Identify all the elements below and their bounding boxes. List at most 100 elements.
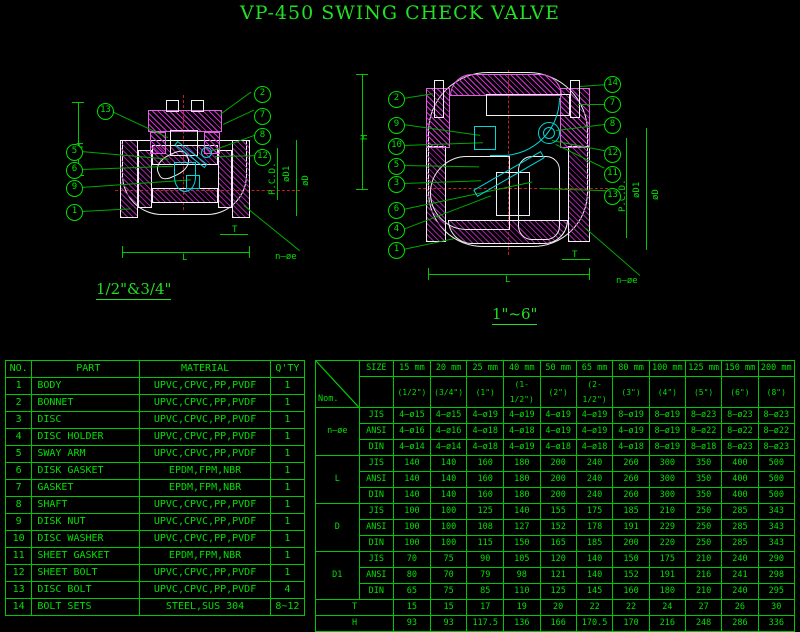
disc-body-r	[518, 156, 560, 240]
balloon-r-11[interactable]: 11	[604, 166, 621, 183]
dims-cell-H-5: 170.5	[575, 615, 614, 632]
dims-size-in-5: (2-1/2")	[575, 376, 614, 408]
dims-cell-H-2: 117.5	[466, 615, 505, 632]
dims-cell-n—øe-ANSI-7: 8—ø19	[648, 423, 686, 440]
dim-T-line	[220, 234, 248, 235]
dims-cell-L-DIN-9: 400	[721, 487, 759, 504]
parts-cell-r3-c1: DISC HOLDER	[31, 428, 141, 446]
balloon-r-1[interactable]: 1	[388, 242, 405, 259]
balloon-r-14[interactable]: 14	[604, 76, 621, 93]
dims-cell-n—øe-ANSI-4: 4—ø19	[539, 423, 577, 440]
dims-size-mm-9: 150 mm	[721, 360, 759, 377]
bonnet-right-r	[560, 88, 590, 148]
parts-cell-r5-c0: 6	[4, 462, 33, 480]
dims-cell-L-DIN-7: 300	[648, 487, 686, 504]
parts-cell-r11-c3: 1	[269, 564, 306, 582]
balloon-r-13[interactable]: 13	[604, 188, 621, 205]
dims-cell-D1-JIS-1: 75	[429, 551, 468, 568]
parts-cell-r4-c3: 1	[269, 445, 306, 463]
dims-cell-n—øe-ANSI-10: 8—ø22	[757, 423, 796, 440]
dims-cell-D1-ANSI-5: 140	[575, 567, 614, 584]
dims-cell-D1-ANSI-4: 121	[539, 567, 577, 584]
balloon-1[interactable]: 1	[66, 204, 83, 221]
dims-cell-n—øe-ANSI-3: 4—ø18	[503, 423, 541, 440]
balloon-r-3[interactable]: 3	[388, 176, 405, 193]
dims-cell-n—øe-JIS-7: 8—ø19	[648, 407, 686, 424]
balloon-13[interactable]: 13	[97, 103, 114, 120]
dim-H-bot-tick-r	[356, 189, 368, 190]
balloon-r-6[interactable]: 6	[388, 202, 405, 219]
dims-size-in-1: (3/4")	[429, 376, 468, 408]
dims-standard-JIS: JIS	[358, 407, 395, 424]
dims-size-mm-7: 100 mm	[648, 360, 686, 377]
dims-cell-H-8: 248	[684, 615, 723, 632]
dims-cell-H-9: 286	[721, 615, 759, 632]
dims-header-blank	[358, 376, 395, 408]
dims-cell-L-JIS-10: 500	[757, 455, 796, 472]
balloon-r-12[interactable]: 12	[604, 146, 621, 163]
balloon-6[interactable]: 6	[66, 162, 83, 179]
dims-cell-D1-ANSI-9: 241	[721, 567, 759, 584]
dims-cell-D1-JIS-0: 70	[393, 551, 431, 568]
disc-holder-cyan	[174, 162, 196, 192]
dims-cell-L-JIS-4: 200	[539, 455, 577, 472]
dims-size-in-9: (6")	[721, 376, 759, 408]
balloon-8[interactable]: 8	[254, 128, 271, 145]
dim-label-n-oe-r: n—øe	[616, 276, 638, 286]
balloon-r-7[interactable]: 7	[604, 96, 621, 113]
balloon-r-2[interactable]: 2	[388, 91, 405, 108]
dim-H-top-tick-r	[356, 74, 368, 75]
dims-cell-L-JIS-1: 140	[429, 455, 468, 472]
balloon-r-9[interactable]: 9	[388, 117, 405, 134]
dims-cell-T-0: 15	[393, 599, 431, 616]
dims-cell-D-JIS-10: 343	[757, 503, 796, 520]
dims-cell-D1-JIS-7: 175	[648, 551, 686, 568]
balloon-12[interactable]: 12	[254, 149, 271, 166]
dims-cell-D-ANSI-9: 285	[721, 519, 759, 536]
dims-cell-n—øe-JIS-8: 8—ø23	[684, 407, 723, 424]
valve-bore	[430, 156, 510, 230]
dims-cell-D-ANSI-6: 191	[612, 519, 650, 536]
balloon-7[interactable]: 7	[254, 108, 271, 125]
dims-cell-L-DIN-8: 350	[684, 487, 723, 504]
balloon-9[interactable]: 9	[66, 180, 83, 197]
dims-cell-D-JIS-7: 210	[648, 503, 686, 520]
parts-header-0: NO.	[4, 360, 33, 378]
dims-cell-L-JIS-5: 240	[575, 455, 614, 472]
dims-cell-n—øe-DIN-9: 8—ø23	[721, 439, 759, 456]
right-flange-hatch	[232, 140, 250, 218]
parts-cell-r2-c1: DISC	[31, 411, 141, 429]
parts-cell-r13-c2: STEEL,SUS 304	[139, 598, 271, 616]
dims-cell-D-DIN-10: 343	[757, 535, 796, 552]
dims-size-mm-0: 15 mm	[393, 360, 431, 377]
parts-cell-r8-c0: 9	[4, 513, 33, 531]
dims-cell-L-JIS-7: 300	[648, 455, 686, 472]
parts-header-3: Q'TY	[269, 360, 306, 378]
dim-D-line	[296, 140, 297, 216]
balloon-r-10[interactable]: 10	[388, 138, 405, 155]
parts-cell-r11-c0: 12	[4, 564, 33, 582]
parts-cell-r6-c0: 7	[4, 479, 33, 497]
dims-cell-H-0: 93	[393, 615, 431, 632]
balloon-r-5[interactable]: 5	[388, 158, 405, 175]
dims-cell-n—øe-JIS-2: 4—ø19	[466, 407, 505, 424]
balloon-r-4[interactable]: 4	[388, 222, 405, 239]
balloon-r-8[interactable]: 8	[604, 117, 621, 134]
dims-cell-L-DIN-4: 200	[539, 487, 577, 504]
balloon-5[interactable]: 5	[66, 144, 83, 161]
dim-L-right-tick	[249, 246, 250, 258]
dims-standard-ANSI: ANSI	[358, 423, 395, 440]
parts-cell-r5-c1: DISK GASKET	[31, 462, 141, 480]
dims-cell-T-8: 27	[684, 599, 723, 616]
balloon-2[interactable]: 2	[254, 86, 271, 103]
dims-cell-L-ANSI-0: 140	[393, 471, 431, 488]
dims-cell-D-ANSI-5: 178	[575, 519, 614, 536]
